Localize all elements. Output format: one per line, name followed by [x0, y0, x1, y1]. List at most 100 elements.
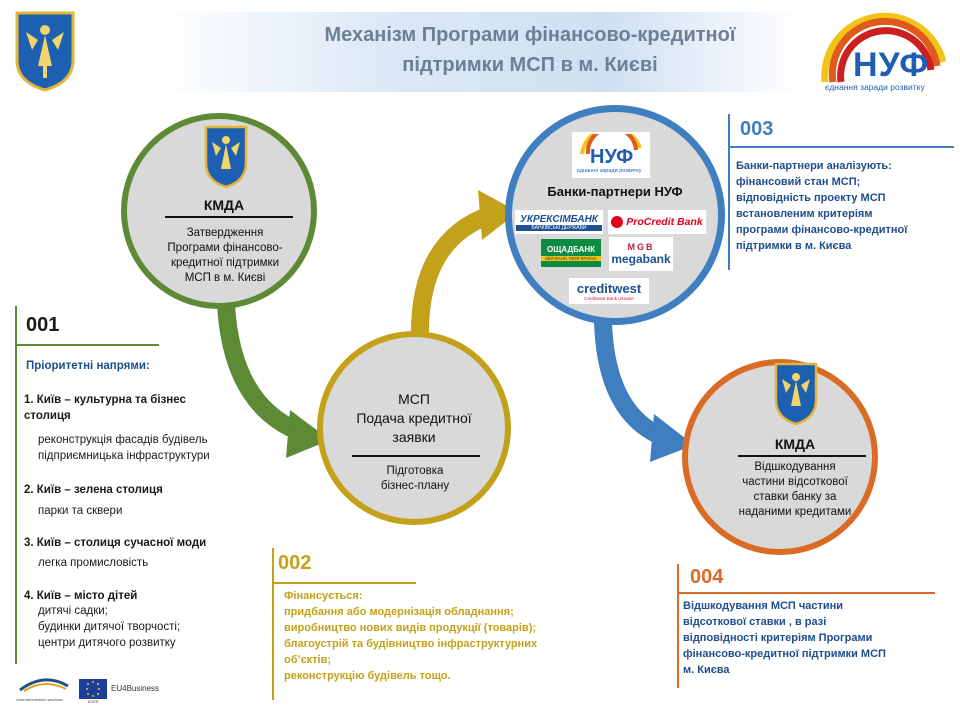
- panel-003-line: відповідність проекту МСП: [736, 192, 886, 204]
- priority-1-title-line: столиця: [24, 410, 71, 422]
- panel-002-line: реконструкцію будівель тощо.: [284, 670, 451, 682]
- procredit-logo-text: ProCredit Bank: [626, 216, 703, 228]
- kmda-compensation-desc-line: наданими кредитами: [738, 506, 852, 518]
- kmda-desc-line: кредитної підтримки: [170, 257, 280, 269]
- unternehmerisch-logo-text: Unternehmerisch wachsen: [16, 697, 64, 702]
- ukreximbank-logo-tag: БАНКІВСЬКІ ДЕРЖАВИ: [516, 224, 602, 231]
- priority-3-sub: легка промисловість: [38, 557, 149, 569]
- msp-divider: [352, 455, 480, 457]
- title-band: [160, 12, 800, 92]
- panel-002-line: придбання або модернізація обладнання;: [284, 606, 514, 618]
- megabank-logo-text: megabank: [611, 252, 671, 266]
- arrow-banks-to-kmda: [594, 321, 669, 447]
- panel-003-number: 003: [740, 118, 774, 140]
- panel-003-line: Банки-партнери аналізують:: [736, 160, 892, 172]
- panel-004-line: Відшкодування МСП частини: [683, 600, 844, 612]
- priority-4-sub-line: центри дитячого розвитку: [38, 637, 176, 649]
- page-title: Механізм Програми фінансово-кредитної пі…: [250, 20, 810, 80]
- panel-002-text: Фінансується: придбання або модернізація…: [284, 588, 537, 684]
- priority-2-sub: парки та сквери: [38, 505, 123, 517]
- msp-desc-line: бізнес-плану: [380, 480, 450, 492]
- panel-004-line: відсоткової ставки , в разі: [683, 616, 827, 628]
- ukreximbank-logo: УКРЕКСІМБАНК БАНКІВСЬКІ ДЕРЖАВИ: [515, 210, 603, 234]
- eu4business-logo: EU4Business: [111, 684, 160, 693]
- arrow-msp-to-banks-head: [478, 190, 518, 240]
- msp-name-line: Подача кредитної: [356, 410, 472, 426]
- nuf-logo-tagline: єднання заради розвитку: [825, 82, 925, 92]
- nuf-logo: НУФ єднання заради розвитку: [815, 12, 955, 94]
- kmda-desc: Затвердження Програми фінансово- кредитн…: [150, 226, 300, 286]
- priority-4-title: 4. Київ – місто дітей: [24, 590, 138, 602]
- msp-name-line: МСП: [398, 391, 430, 407]
- panel-002-hline: [272, 582, 416, 584]
- title-line-2: підтримки МСП в м. Києві: [402, 54, 658, 76]
- nuf-bank-logo-text: НУФ: [590, 146, 634, 168]
- unternehmerisch-logo: Unternehmerisch wachsen: [16, 676, 72, 702]
- kmda-compensation-coat-of-arms-icon: [774, 362, 818, 426]
- kmda-compensation-desc-line: ставки банку за: [753, 491, 837, 503]
- kmda-desc-line: МСП в м. Києві: [184, 272, 266, 284]
- panel-002-number: 002: [278, 552, 312, 574]
- kyiv-coat-of-arms-icon: [14, 10, 76, 92]
- priority-3-title: 3. Київ – столиця сучасної моди: [24, 537, 207, 549]
- creditwest-logo: creditwest Creditwest Bank Ukraine: [569, 278, 649, 304]
- panel-003-line: підтримки в м. Києва: [736, 240, 852, 252]
- ukreximbank-logo-text: УКРЕКСІМБАНК: [520, 213, 598, 225]
- msp-name-line: заявки: [392, 429, 436, 445]
- panel-003-line: програми фінансово-кредитної: [736, 224, 908, 236]
- arrow-banks-to-kmda-head: [650, 414, 694, 462]
- panel-002-line: виробництво нових видів продукції (товар…: [284, 622, 537, 634]
- megabank-logo: MGB megabank: [609, 237, 673, 271]
- panel-004-vline: [677, 564, 679, 688]
- panel-002-vline: [272, 548, 274, 700]
- eu-flag-caption: КОЛЯ: [87, 699, 99, 704]
- panel-002-line: благоустрій та будівництво інфраструктур…: [284, 638, 538, 650]
- panel-003-line: фінансовий стан МСП;: [736, 176, 861, 188]
- panel-001-number: 001: [26, 314, 60, 336]
- panel-004-text: Відшкодування МСП частини відсоткової ст…: [683, 598, 886, 678]
- msp-name: МСП Подача кредитної заявки: [332, 390, 496, 447]
- priority-1-sub-line: підприємницька інфраструктури: [38, 450, 210, 462]
- msp-desc-line: Підготовка: [386, 465, 444, 477]
- kmda-compensation-desc: Відшкодування частини відсоткової ставки…: [720, 460, 870, 520]
- eu-flag-icon: КОЛЯ: [79, 679, 107, 704]
- arrow-kmda-to-msp: [217, 304, 304, 441]
- megabank-mgb-mark: MGB: [627, 242, 655, 252]
- kmda-compensation-desc-line: частини відсоткової: [742, 476, 848, 488]
- priority-4-sub-line: будинки дитячої творчості;: [38, 621, 181, 633]
- panel-004-line: фінансово-кредитної підтримки МСП: [683, 648, 886, 660]
- priority-4-sub-line: дитячі садки;: [38, 605, 108, 617]
- panel-001-heading: Пріоритетні напрями:: [26, 360, 150, 372]
- banks-name: Банки-партнери НУФ: [547, 184, 683, 199]
- oschadbank-logo-tag: МІЙ БАНК. МОЯ КРАЇНА: [541, 256, 601, 261]
- nuf-logo-text: НУФ: [853, 46, 930, 84]
- kmda-compensation-divider: [738, 455, 866, 457]
- kmda-coat-of-arms-icon: [204, 125, 248, 189]
- creditwest-logo-tag: Creditwest Bank Ukraine: [584, 296, 634, 301]
- title-line-1: Механізм Програми фінансово-кредитної: [324, 24, 736, 46]
- priority-2-title: 2. Київ – зелена столиця: [24, 484, 163, 496]
- kmda-desc-line: Затвердження: [186, 227, 264, 239]
- oschadbank-logo: ОЩАДБАНК МІЙ БАНК. МОЯ КРАЇНА: [541, 239, 601, 267]
- panel-003-line: встановленим критеріям: [736, 208, 873, 220]
- procredit-dot-icon: [611, 216, 624, 228]
- panel-001-vline: [15, 306, 17, 664]
- priority-1-title-line: 1. Київ – культурна та бізнес: [24, 394, 186, 406]
- oschadbank-logo-text: ОЩАДБАНК: [546, 245, 596, 254]
- panel-002-line: об’єктів;: [284, 654, 332, 666]
- priority-1-title: 1. Київ – культурна та бізнес столиця: [24, 392, 186, 424]
- nuf-bank-logo: НУФ єднання заради розвитку: [572, 132, 650, 178]
- nuf-bank-logo-tagline: єднання заради розвитку: [577, 168, 642, 174]
- priority-1-sub-line: реконструкція фасадів будівель: [38, 434, 208, 446]
- priority-4-sub: дитячі садки; будинки дитячої творчості;…: [38, 603, 180, 651]
- panel-001-hline: [15, 344, 159, 346]
- kmda-name: КМДА: [203, 197, 245, 213]
- arrow-msp-to-banks: [411, 206, 494, 333]
- kmda-compensation-name: КМДА: [774, 436, 816, 452]
- procredit-logo: ProCredit Bank: [608, 210, 706, 234]
- kmda-divider: [165, 216, 293, 218]
- panel-004-number: 004: [690, 566, 724, 588]
- panel-003-vline: [728, 114, 730, 270]
- arrow-kmda-to-msp-head: [286, 410, 330, 458]
